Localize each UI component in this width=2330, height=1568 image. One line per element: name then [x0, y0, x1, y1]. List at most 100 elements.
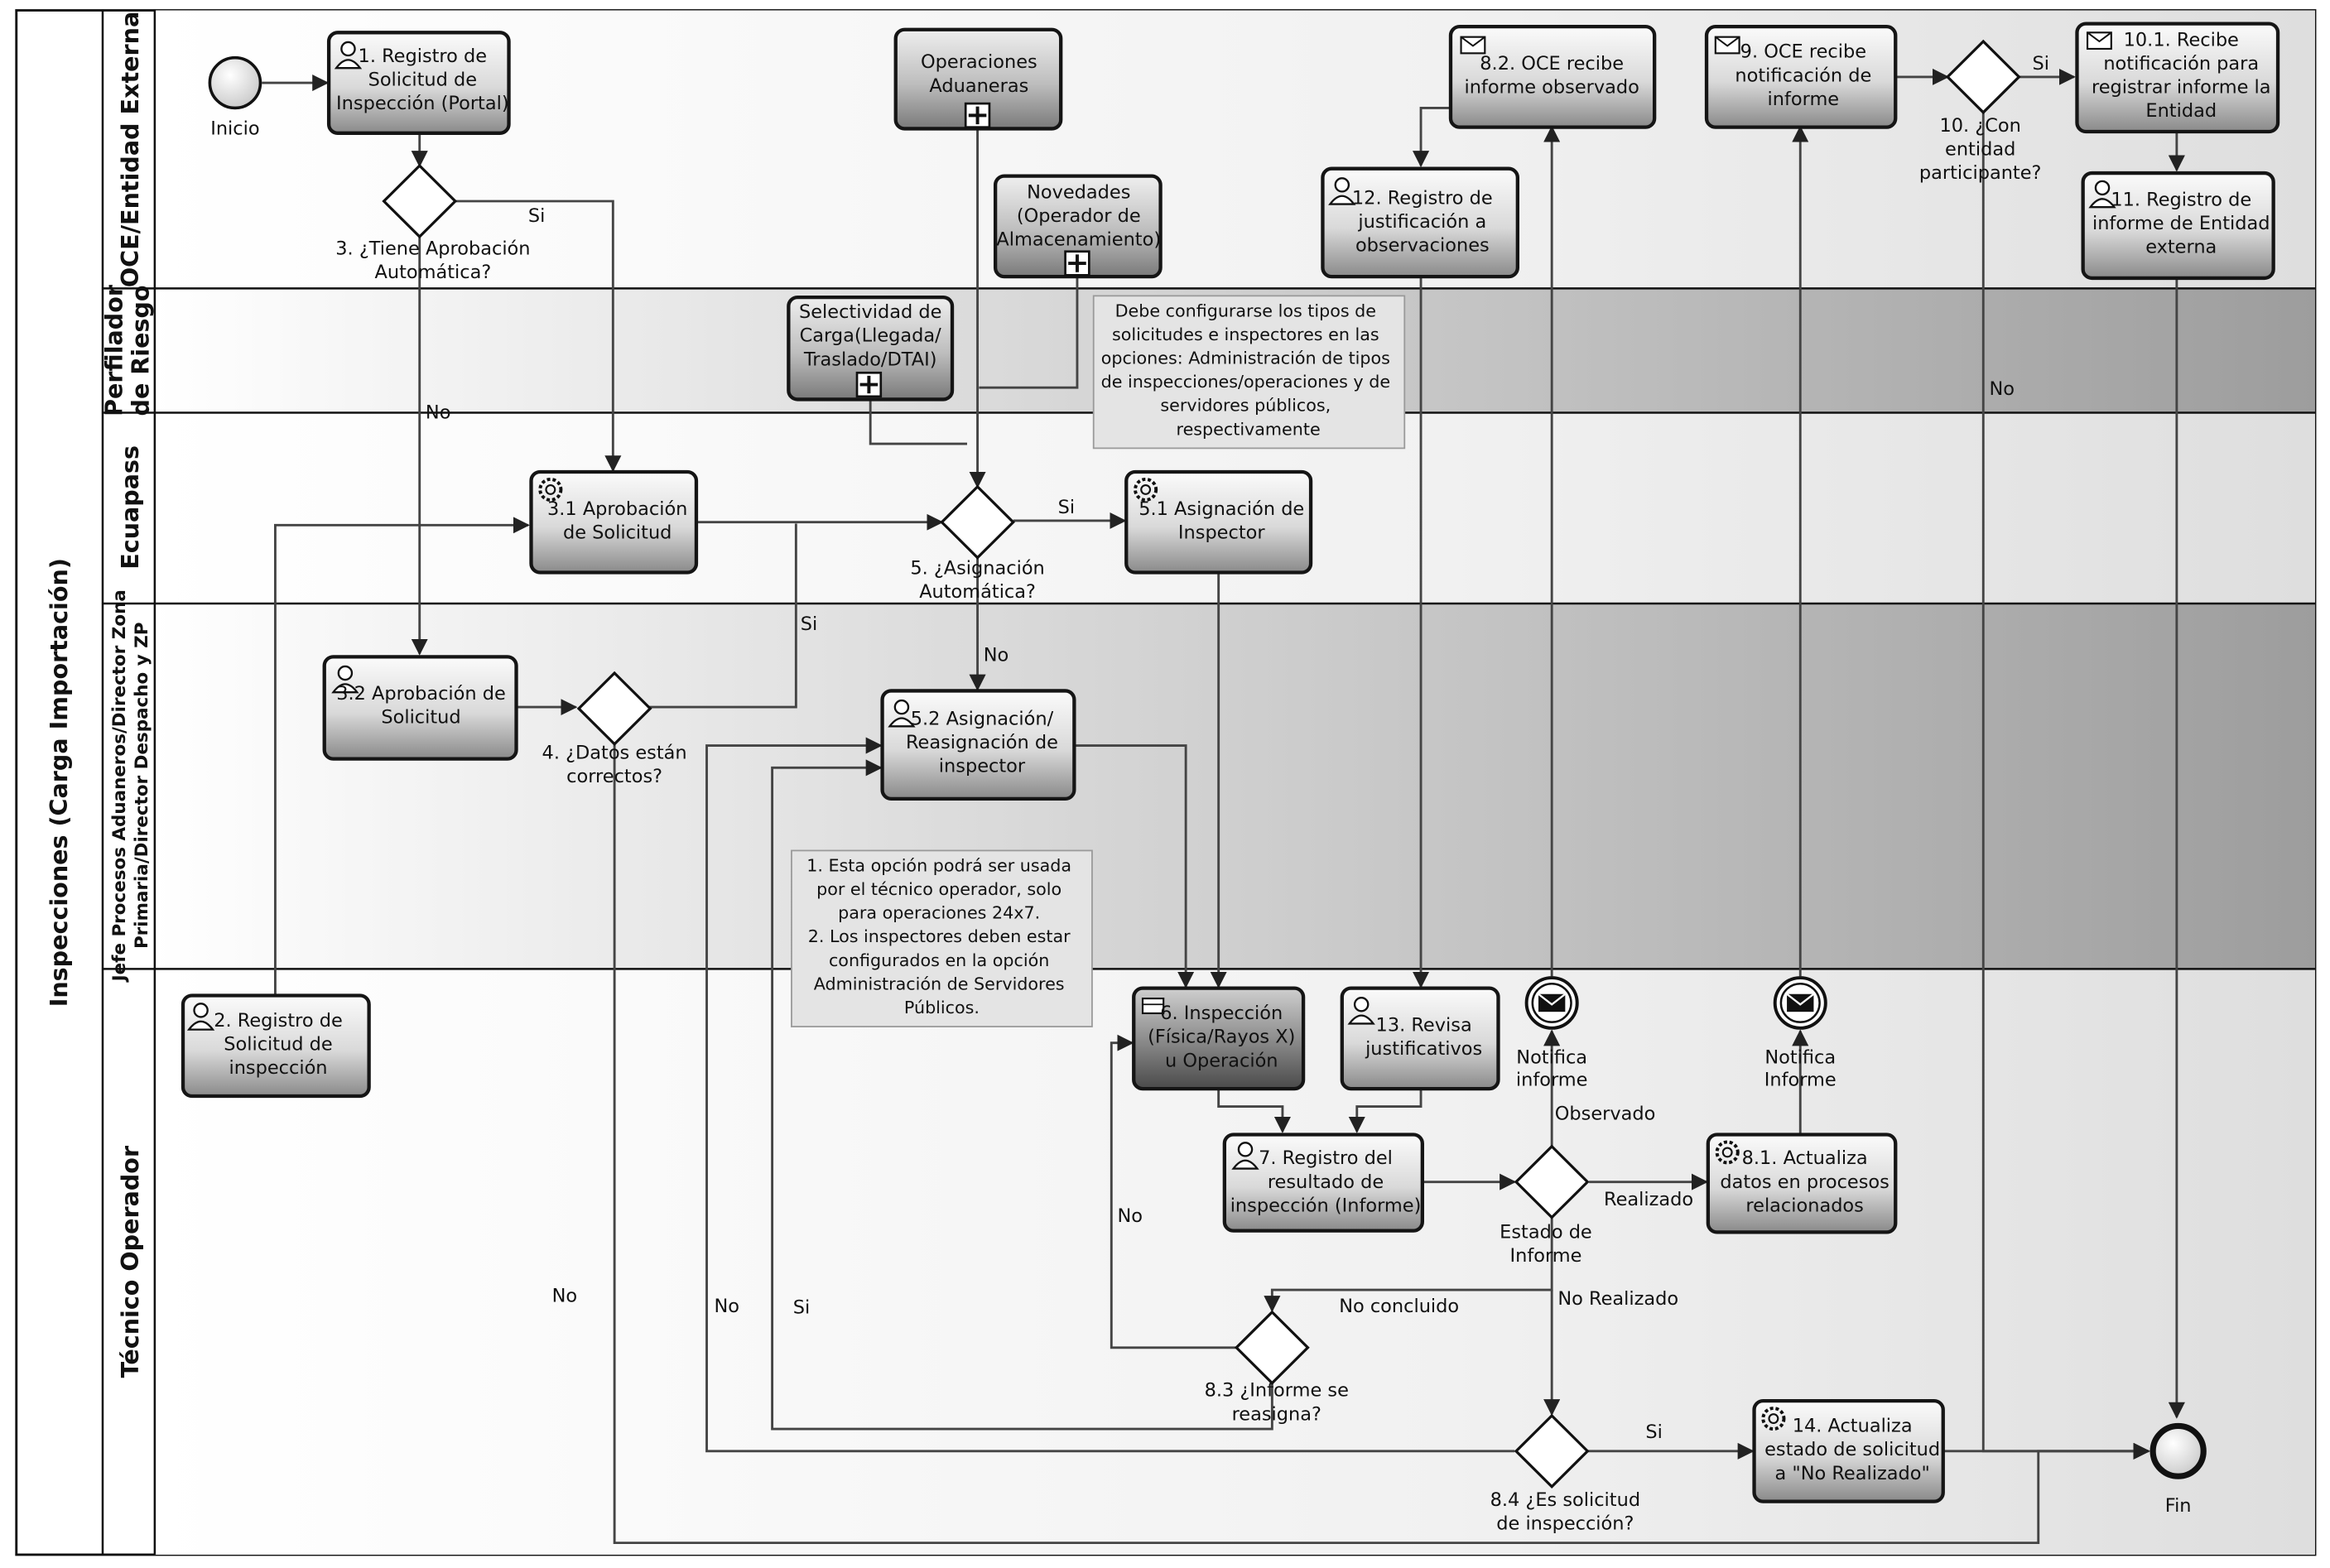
annotation-config-tipos: Debe configurarse los tipos de solicitud…: [1092, 295, 1406, 450]
user-icon: [186, 1003, 215, 1031]
flow-t5-2-t6[interactable]: [1074, 744, 1195, 988]
gear-icon: [538, 477, 563, 502]
flow-t8-2-t12[interactable]: [1412, 107, 1451, 168]
label-g3-no: No: [426, 402, 451, 424]
task-6-inspeccion[interactable]: 6. Inspección(Física/Rayos X)u Operación: [1132, 986, 1306, 1091]
envelope-icon: [1786, 993, 1815, 1012]
flow-t6-t7[interactable]: [1217, 1089, 1291, 1133]
flow-labels: Si No Si No Si No Observado Realizado No…: [426, 53, 2049, 1443]
flow-g8-3-no[interactable]: [1110, 1034, 1237, 1349]
plus-icon: [1064, 250, 1090, 277]
flow-g3-si[interactable]: [455, 200, 622, 473]
label-g8-4-no: No: [715, 1296, 740, 1317]
lane-bg-oce: [154, 10, 2315, 289]
message-event-notifica-left[interactable]: [1524, 976, 1579, 1030]
start-event[interactable]: [208, 55, 262, 110]
gateway-g10[interactable]: [1945, 39, 2021, 115]
envelope-icon: [1714, 36, 1740, 55]
flow-t13-t7[interactable]: [1348, 1089, 1423, 1133]
gateway-g3[interactable]: [382, 163, 458, 239]
label-g8-3-si: Si: [793, 1297, 810, 1319]
label-no-realizado: No Realizado: [1557, 1288, 1678, 1310]
gear-icon: [1134, 477, 1158, 502]
gear-icon: [1715, 1140, 1740, 1165]
gateway-estado-informe[interactable]: [1514, 1144, 1590, 1219]
label-g8-4-si: Si: [1645, 1421, 1662, 1443]
gateway-g8-4[interactable]: [1514, 1413, 1590, 1489]
flow-g4-si[interactable]: [648, 523, 797, 709]
envelope-icon: [1460, 36, 1486, 55]
flow-g8-4-no[interactable]: [705, 737, 1515, 1453]
user-icon: [888, 699, 916, 728]
label-g8-3-no: No: [1117, 1205, 1143, 1227]
svg-text:6. Inspección(Física/Rayos X)u: 6. Inspección(Física/Rayos X)u Operación: [1148, 1003, 1295, 1071]
user-icon: [331, 665, 359, 694]
flow-g8-3-si[interactable]: [771, 759, 1273, 1431]
user-icon: [1231, 1142, 1259, 1170]
start-event-label: Inicio: [210, 118, 259, 140]
flow-t2-t3-1[interactable]: [273, 517, 530, 994]
flow-estado-no-concluido[interactable]: [1264, 1217, 1553, 1313]
gear-icon: [1761, 1407, 1786, 1431]
lane-title-oce: OCE/Entidad Externa: [116, 12, 144, 287]
gateway-g5[interactable]: [940, 484, 1015, 560]
sequence-flows: [262, 68, 2185, 1545]
user-icon: [1328, 177, 1356, 205]
lane-title-ecuapass: Ecuapass: [116, 445, 144, 570]
flow-selectividad-g5[interactable]: [869, 401, 967, 445]
label-no-concluido: No concluido: [1339, 1296, 1459, 1317]
pool-title: Inspecciones (Carga Importación): [45, 558, 73, 1007]
envelope-icon: [1538, 993, 1567, 1012]
end-event[interactable]: [2149, 1422, 2207, 1479]
gateway-g8-3[interactable]: [1234, 1310, 1310, 1385]
envelope-icon: [2086, 31, 2112, 51]
gateway-g4[interactable]: [576, 671, 652, 747]
lane-title-perfilador: Perfiladorde Riesgo: [99, 284, 154, 416]
database-icon: [1141, 998, 1165, 1015]
lane-title-tecnico: Técnico Operador: [116, 1145, 144, 1378]
message-event-notifica-right[interactable]: [1773, 976, 1827, 1030]
label-realizado: Realizado: [1604, 1189, 1693, 1210]
flow-novedades-g5[interactable]: [979, 277, 1079, 389]
plus-icon: [964, 102, 991, 129]
